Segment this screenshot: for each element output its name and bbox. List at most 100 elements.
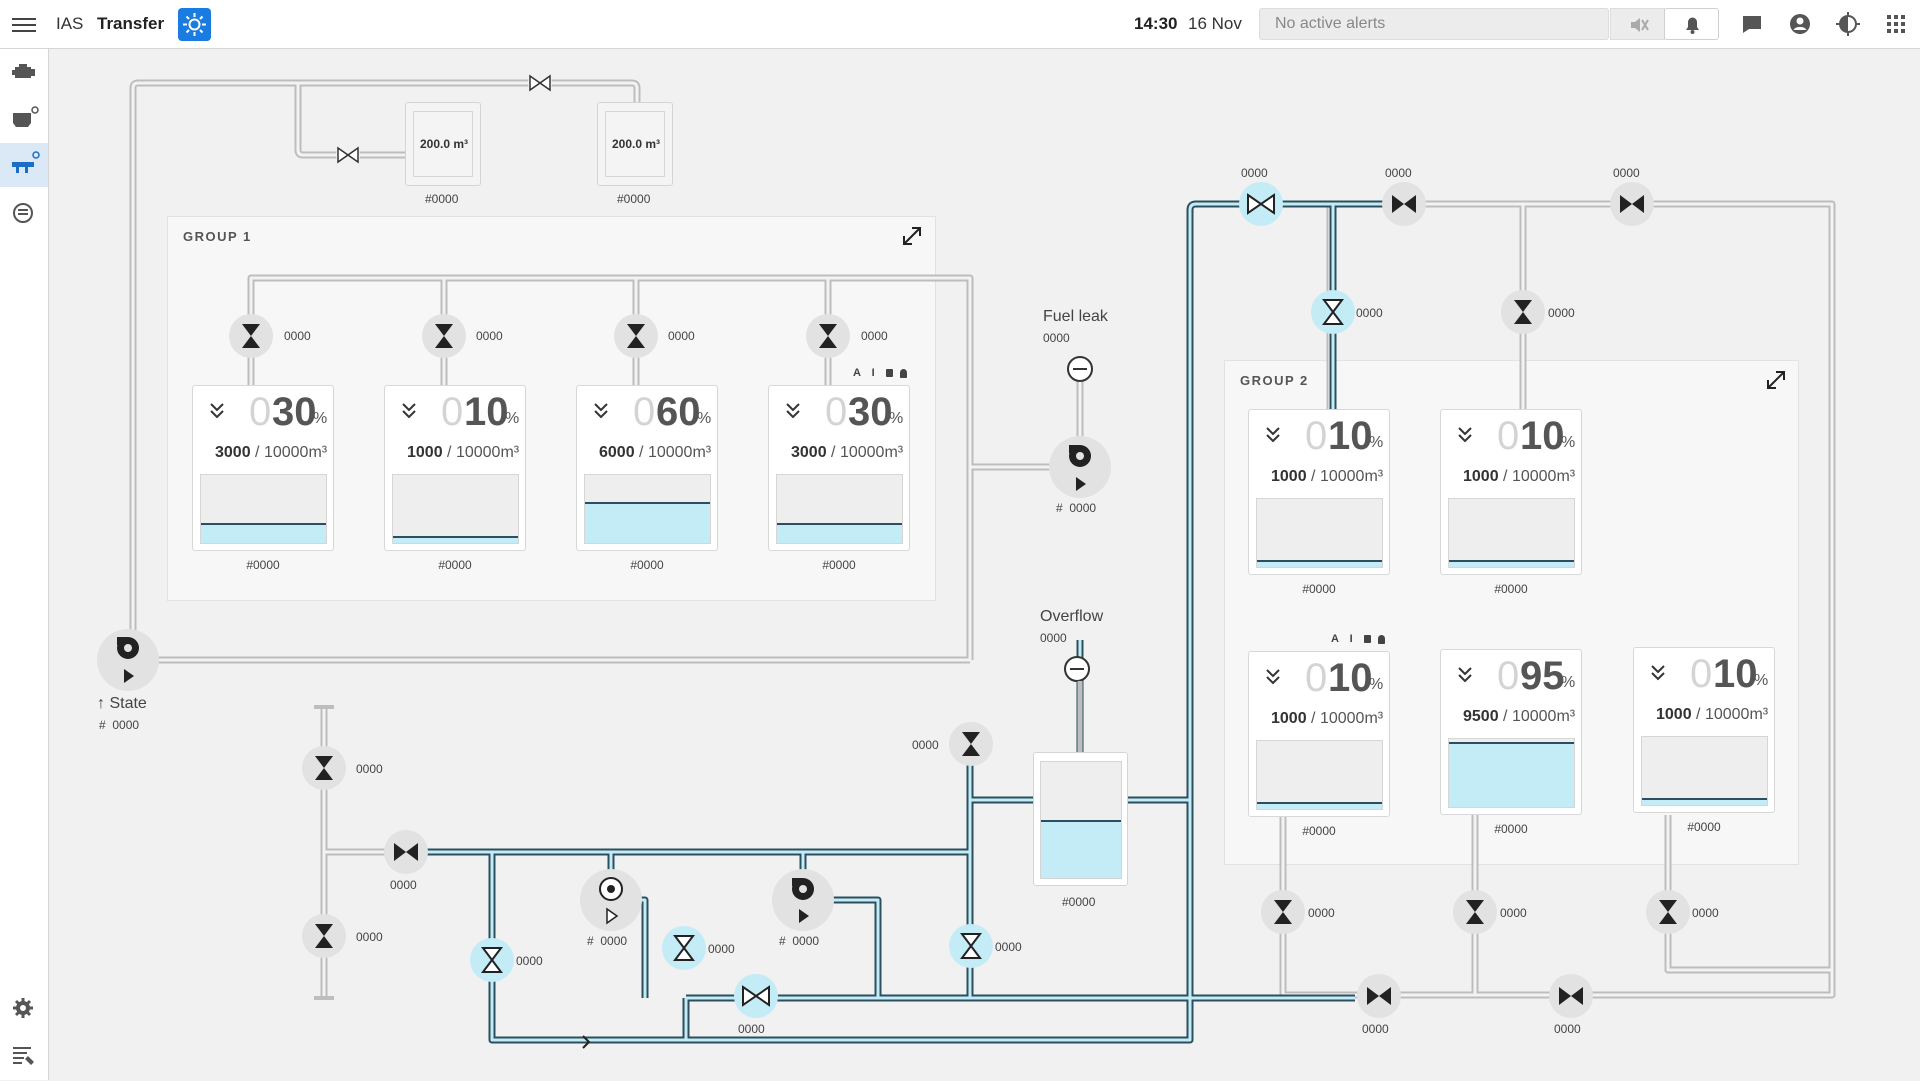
valve-left-upper[interactable] [302, 746, 346, 790]
small-tank-b-value: 200.0 m³ [611, 137, 661, 151]
clock-time: 14:30 [1134, 14, 1178, 33]
tank-volume: 1000 / 10000m³ [1656, 706, 1769, 723]
tank-percent-lead: 0 [1690, 652, 1713, 696]
chevron-down-icon[interactable] [209, 402, 225, 420]
alert-text: No active alerts [1275, 15, 1386, 32]
tank-percent-lead: 0 [1497, 414, 1520, 458]
valve-g2-inlet[interactable] [1238, 181, 1284, 227]
valve-g2-bottom-2-id: 0000 [1554, 1022, 1581, 1036]
expand-icon-group-2[interactable] [1767, 371, 1785, 389]
valve-g1-2[interactable] [422, 314, 466, 358]
app-name: IAS [56, 14, 84, 33]
valve-g1-1-id: 0000 [284, 329, 311, 343]
valve-riser-id: 0000 [912, 738, 939, 752]
page-title: Transfer [97, 14, 165, 33]
mode-button[interactable] [178, 8, 211, 41]
brightness-icon[interactable] [1833, 9, 1863, 39]
tank-level [1449, 742, 1574, 807]
chevron-down-icon[interactable] [1650, 664, 1666, 682]
tank-percent-unit: % [1561, 674, 1576, 691]
rail-item-settings[interactable] [0, 986, 48, 1030]
rail-item-process[interactable] [0, 191, 48, 235]
valve-g1-1[interactable] [229, 314, 273, 358]
tank-volume: 9500 / 10000m³ [1463, 708, 1576, 725]
valve-g2-inlet-id: 0000 [1241, 166, 1268, 180]
tank-gauge [1256, 740, 1383, 810]
pump-main[interactable] [97, 629, 159, 691]
valve-g2-tank4-id: 0000 [1500, 906, 1527, 920]
valve-g2-tank1[interactable] [1310, 289, 1356, 335]
valve-pump-a-out[interactable] [661, 925, 707, 971]
tank-level [201, 522, 326, 543]
rail-item-engine[interactable] [0, 51, 48, 95]
valve-g2-tank5[interactable] [1646, 890, 1690, 934]
valve-g2-tank2[interactable] [1501, 290, 1545, 334]
valve-g2-tank4[interactable] [1453, 890, 1497, 934]
pump-b[interactable] [772, 869, 834, 931]
tank-percent-unit: % [1561, 434, 1576, 451]
valve-g2-bottom-1[interactable] [1357, 974, 1401, 1018]
bell-off-icon [899, 368, 907, 378]
alarm-button[interactable] [1664, 8, 1719, 40]
valve-g2-bottom-2[interactable] [1549, 974, 1593, 1018]
user-icon[interactable] [1785, 9, 1815, 39]
valve-riser[interactable] [949, 722, 993, 766]
tank-volume: 1000 / 10000m³ [1463, 468, 1576, 485]
small-tank-b[interactable]: 200.0 m³ [597, 102, 673, 186]
valve-pump-b-out[interactable] [948, 923, 994, 969]
group-2-title: GROUP 2 [1240, 373, 1309, 388]
tank-gauge [584, 474, 711, 544]
valve-g2-tank3-id: 0000 [1308, 906, 1335, 920]
expand-icon-group-1[interactable] [903, 227, 921, 245]
rail-item-transfer[interactable] [0, 143, 48, 187]
left-rail [0, 49, 49, 1080]
valve-g2-tank5-id: 0000 [1692, 906, 1719, 920]
valve-g1-3[interactable] [614, 314, 658, 358]
tank-level [1642, 798, 1767, 805]
apps-grid-icon[interactable] [1881, 9, 1911, 39]
valve-g2-header-1[interactable] [1382, 182, 1426, 226]
overflow-tank[interactable] [1033, 752, 1128, 886]
valve-manifold[interactable] [384, 830, 428, 874]
alert-box[interactable] [1259, 8, 1609, 40]
chevron-down-icon[interactable] [593, 402, 609, 420]
chevron-down-icon[interactable] [1457, 666, 1473, 684]
rail-item-log[interactable] [0, 1032, 48, 1076]
log-icon [13, 1047, 34, 1065]
tank-level [585, 502, 710, 543]
chevron-down-icon[interactable] [1265, 426, 1281, 444]
tank-gauge [200, 474, 327, 544]
valve-g2-header-2[interactable] [1610, 182, 1654, 226]
small-tank-a-tag: #0000 [425, 192, 459, 206]
chat-icon[interactable] [1737, 9, 1767, 39]
chevron-down-icon[interactable] [785, 402, 801, 420]
rail-item-ballast[interactable] [0, 97, 48, 141]
tank-gauge [1448, 498, 1575, 568]
menu-icon[interactable] [12, 14, 36, 34]
pump-fuel[interactable] [1049, 436, 1111, 498]
valve-g1-4[interactable] [806, 314, 850, 358]
chevron-down-icon[interactable] [1265, 668, 1281, 686]
valve-left-lower[interactable] [302, 914, 346, 958]
valve-crossover[interactable] [733, 973, 779, 1019]
chevron-down-icon[interactable] [401, 402, 417, 420]
small-tank-a[interactable]: 200.0 m³ [405, 102, 481, 186]
tank-percent-lead: 0 [825, 390, 848, 434]
pump-a[interactable] [580, 869, 642, 931]
chevron-down-icon[interactable] [1457, 426, 1473, 444]
mute-button[interactable] [1610, 8, 1665, 40]
tank-percent-unit: % [505, 410, 520, 427]
valve-g2-tank3[interactable] [1261, 890, 1305, 934]
fuel-leak-id: 0000 [1043, 331, 1070, 345]
valve-suction-a[interactable] [469, 937, 515, 983]
tank-level [777, 522, 902, 543]
